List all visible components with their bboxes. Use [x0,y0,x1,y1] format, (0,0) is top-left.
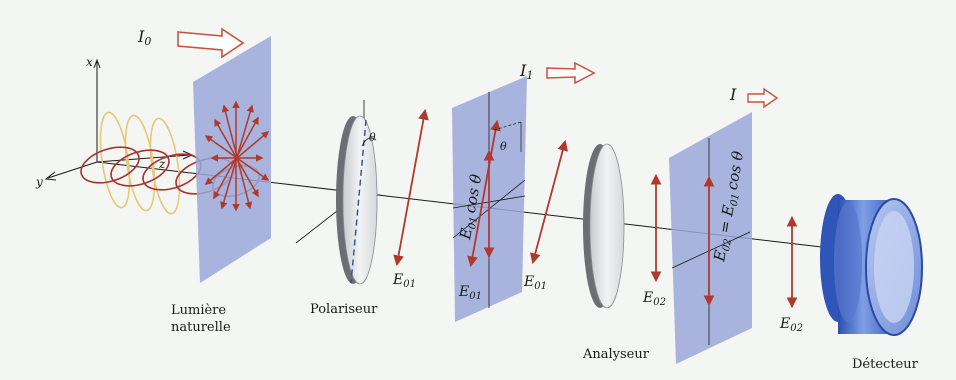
z-axis-label: z [158,157,166,171]
x-axis-arrow [93,58,101,69]
e01-vector-after-polarizer [393,108,429,267]
plane-theta: θ [500,140,507,153]
analyzer-disc [583,143,625,309]
e02-label-2: E02 [779,316,803,334]
polarizer-label: Polariseur [310,302,378,317]
polarizer-theta: θ [369,131,376,144]
e01-vector-before-analyzer [530,139,568,265]
natural-light-label-line1: Lumière [171,303,226,318]
y-axis-line [47,161,98,179]
intensity-i0-arrow [177,27,245,59]
random-polarization-arrows [204,100,270,212]
detector [820,194,923,336]
z-axis-line [96,154,191,163]
intensity-i-label: I [729,85,737,104]
wave-yellow [99,111,181,215]
e02-label-1: E02 [642,290,666,308]
polarizer-disc [295,100,378,285]
analyzer-label: Analyseur [582,347,650,362]
e01-label-1: E01 [392,272,416,290]
detector-label: Détecteur [852,357,919,372]
intensity-i1-arrow [546,61,596,85]
y-axis-arrow [44,171,57,181]
x-axis-label: x [86,55,93,69]
e01-label-2: E01 [458,284,482,302]
natural-light-label-line2: naturelle [171,320,231,335]
intensity-i0-label: I0 [137,27,151,48]
intensity-i-arrow [747,87,779,109]
polarizer-transmission-axis [350,119,367,284]
polarizer-angle-arc [361,137,377,147]
y-axis-label: y [35,175,43,189]
e01-label-3: E01 [523,274,547,292]
intensity-i1-label: I1 [519,61,533,82]
